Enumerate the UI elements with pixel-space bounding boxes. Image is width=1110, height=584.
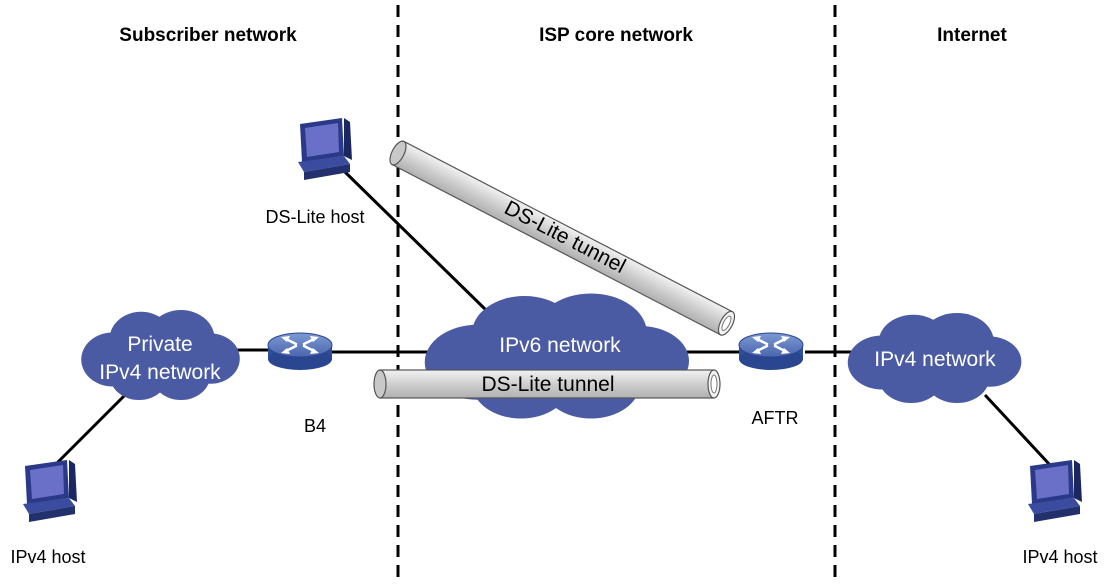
zone-title-internet: Internet bbox=[937, 25, 1007, 46]
link-ipv4-right-host bbox=[983, 393, 1052, 467]
dslite-host-label: DS-Lite host bbox=[265, 207, 364, 227]
aftr-router-icon bbox=[737, 331, 805, 372]
ipv4-cloud-label: IPv4 network bbox=[874, 348, 996, 371]
b4-label: B4 bbox=[304, 416, 326, 436]
ipv6-cloud-label: IPv6 network bbox=[499, 334, 621, 357]
lower-tunnel bbox=[373, 369, 721, 399]
zone-title-subscriber: Subscriber network bbox=[119, 25, 297, 46]
ipv4-host-right-label: IPv4 host bbox=[1022, 547, 1097, 567]
lower-tunnel-label: DS-Lite tunnel bbox=[481, 373, 614, 396]
links bbox=[53, 170, 1052, 467]
b4-router-icon bbox=[266, 331, 334, 372]
zone-title-isp-core: ISP core network bbox=[539, 25, 693, 46]
aftr-label: AFTR bbox=[752, 408, 799, 428]
private-cloud-label-line1: Private bbox=[127, 333, 192, 356]
dslite-host-computer-icon bbox=[298, 118, 352, 180]
link-dslite-host-ipv6 bbox=[343, 170, 490, 314]
ipv4-host-left-label: IPv4 host bbox=[10, 547, 85, 567]
ipv4-host-right-computer-icon bbox=[1028, 460, 1082, 522]
upper-tunnel-label: DS-Lite tunnel bbox=[501, 196, 630, 278]
link-private-left-host bbox=[53, 390, 130, 467]
ipv4-host-left-computer-icon bbox=[23, 460, 77, 522]
private-cloud-label-line2: IPv4 network bbox=[99, 361, 221, 384]
